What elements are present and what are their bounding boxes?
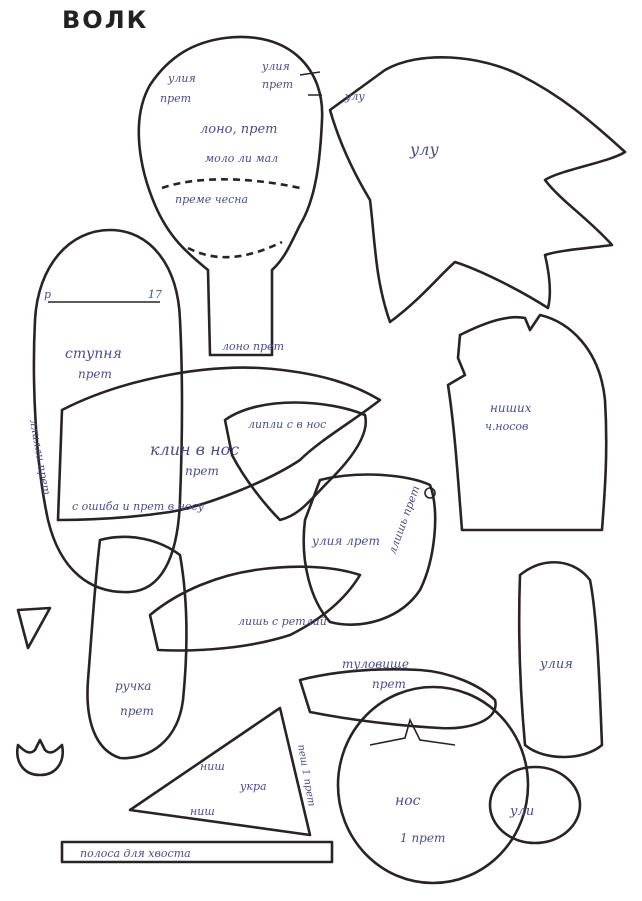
back-label: туловище <box>342 657 409 671</box>
strip-label: полоса для хвоста <box>80 847 191 860</box>
nose-label: нос <box>395 793 421 809</box>
tail-piece: улу улу <box>328 56 627 324</box>
back-piece: туловище прет <box>298 657 497 730</box>
head-right-sub: прет <box>262 78 293 91</box>
body-bottom: с ошиба и прет в носу <box>72 500 205 513</box>
head-label: лоно, прет <box>200 122 277 137</box>
arm-sub: ч.носов <box>485 420 528 433</box>
sole-label: ступня <box>65 346 122 362</box>
cheek-side: ллишь прет <box>386 484 423 556</box>
arm-label: ниших <box>490 401 532 415</box>
ear-piece: улия <box>517 561 604 759</box>
cone-sub: укра <box>239 780 267 793</box>
head-piece: лоно, прет улия прет улия прет моло ли м… <box>137 35 324 357</box>
cone-piece: ниш укра ниш пеш 1 прет <box>128 706 317 837</box>
muzzle-label: лишь с ретлий <box>238 615 327 628</box>
ear-label: улия <box>539 657 573 672</box>
eye-label: ули <box>509 804 534 819</box>
head-left-sub: прет <box>160 92 191 105</box>
tail-label: улу <box>409 140 439 159</box>
tail-strip-piece: полоса для хвоста <box>60 840 334 864</box>
cone-bot: ниш <box>190 805 215 818</box>
cheek-label: улия лрет <box>311 534 380 548</box>
paw-label: ручка <box>115 679 151 693</box>
cone-top: ниш <box>200 760 225 773</box>
head-right-label: улия <box>261 60 290 73</box>
head-side-piece: липли с в нос <box>223 401 368 522</box>
cheek-piece: улия лрет ллишь прет <box>302 473 437 626</box>
nose-piece: нос 1 прет <box>336 685 530 885</box>
eye-piece: ули <box>488 765 582 845</box>
cone-side: пеш 1 прет <box>295 744 317 808</box>
neck-label: лоно прет <box>222 340 284 353</box>
body-piece: клин в нос прет с ошиба и прет в носу <box>56 366 382 522</box>
head-left-label: улия <box>167 72 196 85</box>
small-ear-pieces <box>16 606 64 777</box>
sole-side-label: ллилли прет <box>27 418 53 496</box>
tail-side-label: улу <box>344 90 365 103</box>
nose-sub: 1 прет <box>400 831 445 845</box>
page-title: ВОЛК <box>62 6 149 34</box>
body-sub: прет <box>185 464 219 478</box>
sole-sub: прет <box>78 367 112 381</box>
head-band2: преме чесна <box>175 193 248 206</box>
head-band1: моло ли мал <box>205 152 278 165</box>
back-sub: прет <box>372 677 406 691</box>
arm-piece: ниших ч.носов <box>446 313 608 532</box>
sole-mark-p: р <box>44 288 51 301</box>
body-label: клин в нос <box>150 440 239 459</box>
paw-piece: ручка прет <box>86 535 188 760</box>
paw-sub: прет <box>120 704 154 718</box>
sole-mark-17: 17 <box>148 288 162 301</box>
muzzle-piece: лишь с ретлий <box>148 565 362 652</box>
head-side-label: липли с в нос <box>248 418 326 431</box>
